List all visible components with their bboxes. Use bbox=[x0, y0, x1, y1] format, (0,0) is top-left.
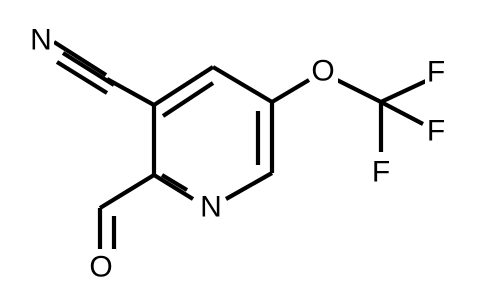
atom-o-aldehyde: O bbox=[88, 249, 116, 285]
atom-label-f-bottom: F bbox=[372, 156, 390, 189]
ring-bond-n-c2-inner bbox=[160, 173, 189, 192]
atom-label-o-aldehyde: O bbox=[89, 251, 112, 284]
pyridine-ring bbox=[151, 65, 275, 201]
ring-bond-n-c2 bbox=[152, 173, 195, 201]
ring-bond-c3-c4-inner bbox=[161, 81, 215, 118]
atom-f-middle: F bbox=[425, 113, 447, 148]
bond-ring-to-aldehyde-carbon bbox=[98, 173, 156, 210]
nitrile-triple-bond bbox=[52, 40, 116, 95]
bond-ring-to-ether-oxygen bbox=[270, 78, 311, 104]
atom-f-bottom: F bbox=[370, 154, 392, 189]
ring-bond-c4-c5 bbox=[211, 65, 274, 104]
atom-label-f-middle: F bbox=[427, 115, 445, 148]
atom-o-ether: O bbox=[310, 53, 338, 89]
atom-n-nitrile: N bbox=[29, 22, 54, 57]
atom-label-o-ether: O bbox=[311, 55, 334, 88]
ring-bond-c3-c4 bbox=[152, 65, 215, 107]
atom-f-top: F bbox=[425, 54, 447, 89]
bond-nitrile-carbon-to-ring bbox=[105, 77, 156, 107]
bond-cf3-to-f-top bbox=[380, 79, 427, 104]
atom-n-ring: N bbox=[197, 189, 222, 225]
bond-cf3-to-f-middle bbox=[380, 100, 424, 126]
bond-ether-oxygen-to-cf3 bbox=[336, 78, 382, 104]
atom-label-n-ring: N bbox=[200, 191, 222, 224]
atom-label-f-top: F bbox=[427, 56, 445, 89]
ring-bond-c6-n bbox=[224, 171, 274, 201]
atom-label-n-nitrile: N bbox=[30, 24, 52, 57]
